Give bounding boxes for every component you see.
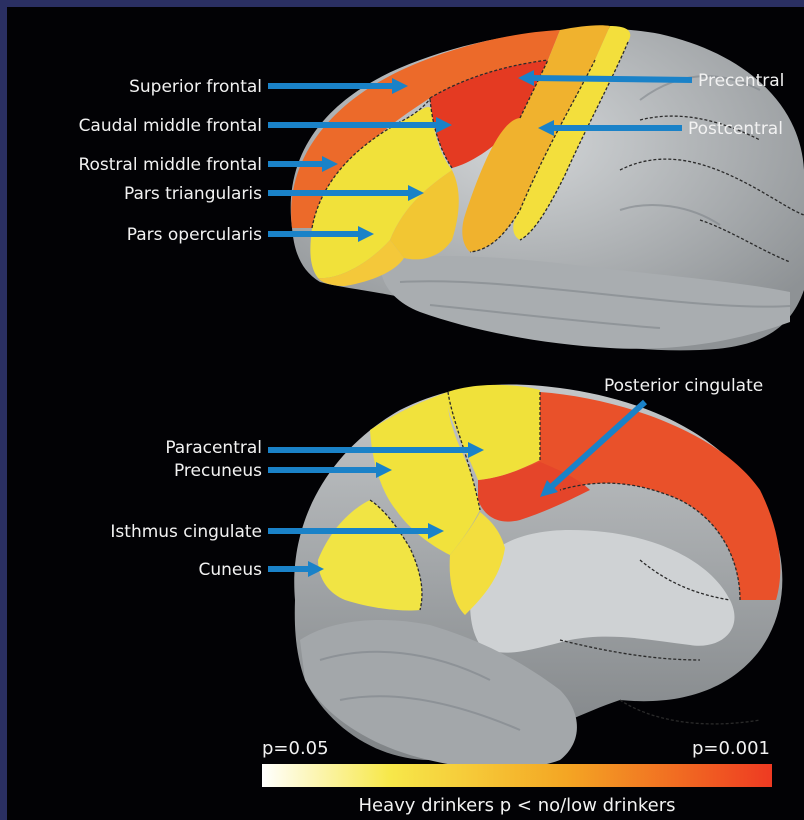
medial-brain [294, 384, 782, 769]
legend-low-label: p=0.05 [262, 738, 329, 759]
label-precentral: Precentral [698, 71, 784, 91]
label-pars-triangularis: Pars triangularis [124, 184, 262, 204]
label-postcentral: Postcentral [688, 119, 783, 139]
label-pars-opercularis: Pars opercularis [127, 225, 262, 245]
label-caudal-middle-frontal: Caudal middle frontal [79, 116, 262, 136]
label-rostral-middle-frontal: Rostral middle frontal [78, 155, 262, 175]
legend-caption: Heavy drinkers p < no/low drinkers [358, 795, 675, 816]
legend-gradient-bar [262, 764, 772, 787]
label-precuneus: Precuneus [174, 461, 262, 481]
label-cuneus: Cuneus [198, 560, 262, 580]
legend-high-label: p=0.001 [692, 738, 770, 759]
label-posterior-cingulate: Posterior cingulate [604, 376, 763, 396]
label-paracentral: Paracentral [165, 438, 262, 458]
label-superior-frontal: Superior frontal [129, 77, 262, 97]
label-isthmus-cingulate: Isthmus cingulate [110, 522, 262, 542]
